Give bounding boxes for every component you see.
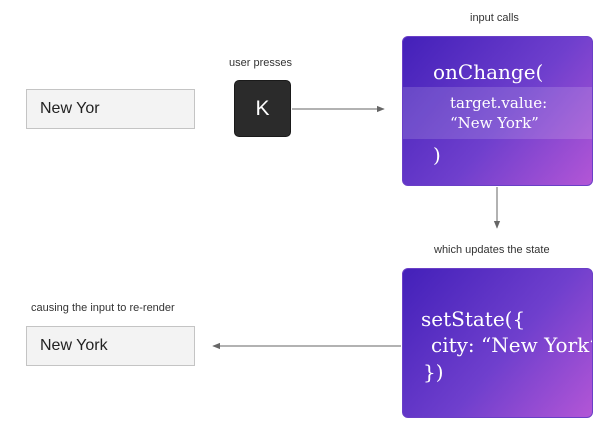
key-k: K [234,80,291,137]
key-label: K [255,96,270,120]
onchange-line-1: onChange( [433,60,544,84]
caption-updates-state: which updates the state [434,244,550,256]
setstate-line-1: setState({ [421,307,526,331]
input-after-value: New York [40,337,108,354]
onchange-line-3: “New York” [450,114,539,132]
onchange-line-2: target.value: [450,94,548,112]
onchange-line-4: ) [433,143,441,167]
setstate-line-3: }) [423,360,444,384]
caption-rerender: causing the input to re-render [31,302,175,314]
setstate-line-2: city: “New York” [431,333,593,357]
caption-input-calls: input calls [470,12,519,24]
onchange-card: onChange( target.value: “New York” ) [402,36,593,186]
input-before-value: New Yor [40,100,100,117]
input-before-keypress[interactable]: New Yor [26,89,195,129]
setstate-card: setState({ city: “New York” }) [402,268,593,418]
input-after-rerender[interactable]: New York [26,326,195,366]
caption-user-presses: user presses [229,57,292,69]
onchange-highlight-band [403,87,592,139]
